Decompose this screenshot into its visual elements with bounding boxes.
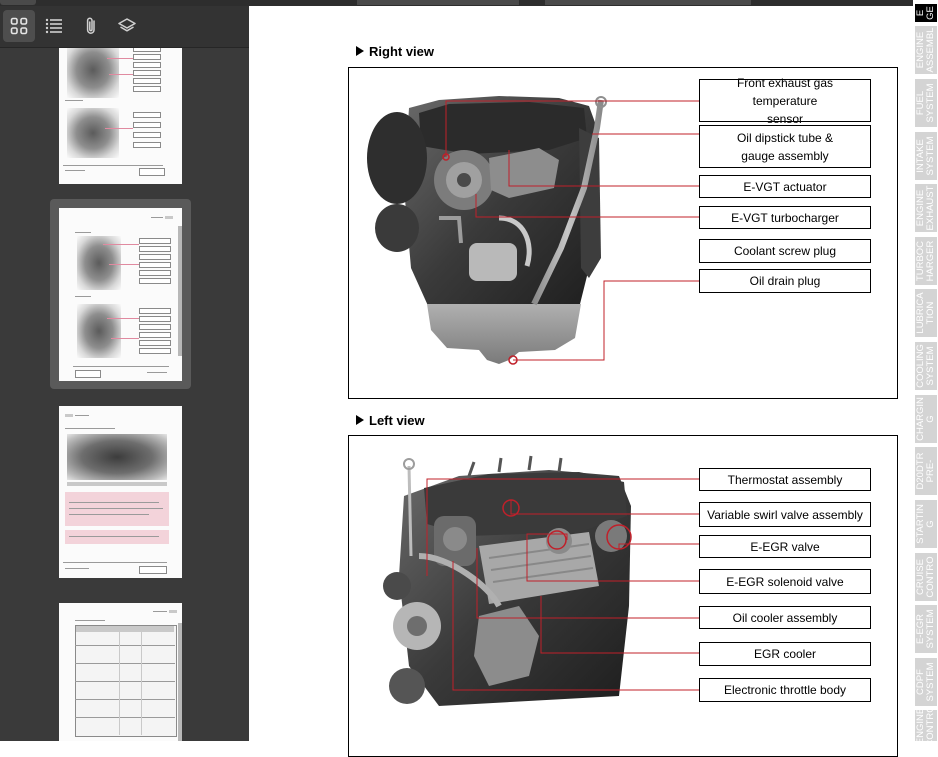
thumbnails-view-button[interactable] (3, 10, 35, 42)
left-view-leader-lines (426, 478, 699, 691)
left-view-heading: Left view (356, 413, 425, 428)
left-view-title: Left view (369, 413, 425, 428)
left-label-4: Oil cooler assembly (699, 606, 871, 629)
page-thumbnail[interactable] (59, 406, 182, 578)
left-label-6: Electronic throttle body (699, 678, 871, 702)
page-thumbnail[interactable] (59, 208, 182, 381)
layers-icon (118, 18, 136, 32)
right-label-1: Oil dipstick tube &gauge assembly (699, 125, 871, 168)
left-label-2: E-EGR valve (699, 535, 871, 558)
right-view-title: Right view (369, 44, 435, 59)
sidebar-toolbar (0, 6, 249, 48)
engine-left-view-image (383, 455, 699, 706)
triangle-bullet-icon (356, 46, 364, 56)
sidebar-top-strip (0, 0, 249, 6)
main-top-strip (249, 0, 913, 6)
left-label-0: Thermostat assembly (699, 468, 871, 491)
triangle-bullet-icon (356, 415, 364, 425)
page-thumbnail[interactable] (59, 48, 182, 184)
right-view-leader-lines (445, 100, 699, 361)
left-view-figure: Thermostat assembly Variable swirl valve… (348, 435, 898, 757)
thumbnail-sidebar (0, 0, 249, 741)
grid-icon (10, 17, 28, 35)
left-label-5: EGR cooler (699, 642, 871, 666)
list-icon (45, 18, 62, 34)
engine-right-view-image (367, 96, 699, 365)
right-label-4: Coolant screw plug (699, 239, 871, 263)
document-page: Right view (249, 0, 913, 757)
paperclip-icon (86, 17, 95, 34)
attachments-button[interactable] (75, 10, 107, 42)
right-label-3: E-VGT turbocharger (699, 206, 871, 229)
layers-button[interactable] (111, 10, 143, 42)
right-label-5: Oil drain plug (699, 269, 871, 293)
left-label-1: Variable swirl valve assembly (699, 502, 871, 527)
right-view-heading: Right view (356, 44, 434, 59)
right-label-2: E-VGT actuator (699, 175, 871, 198)
left-label-3: E-EGR solenoid valve (699, 569, 871, 594)
outline-view-button[interactable] (38, 10, 70, 42)
page-thumbnail[interactable] (59, 603, 182, 741)
thumbnail-list[interactable] (0, 48, 249, 741)
